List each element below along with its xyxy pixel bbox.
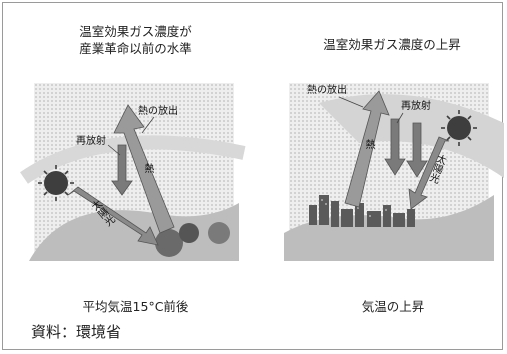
left-heat-arrow — [113, 104, 175, 234]
left-label-reradiation: 再放射 — [76, 136, 106, 147]
left-heading-line1: 温室効果ガス濃度が — [79, 24, 192, 39]
right-sun-rays — [441, 110, 477, 146]
left-diagram-panel: 熱の放出 再放射 熱 太陽光 — [20, 83, 246, 261]
figure-frame: 温室効果ガス濃度が 産業革命以前の水準 温室効果ガス濃度の上昇 — [2, 2, 504, 350]
left-label-heat-release: 熱の放出 — [138, 106, 178, 117]
right-reradiation-arrow-1 — [384, 118, 406, 176]
right-diagram-panel: 熱の放出 再放射 熱 太陽光 — [284, 83, 504, 261]
right-heading: 温室効果ガス濃度の上昇 — [287, 36, 497, 53]
right-caption: 気温の上昇 — [361, 299, 425, 314]
right-sunlight-arrow — [408, 136, 450, 210]
left-atmosphere-band — [20, 135, 246, 184]
left-reradiation-arrow — [111, 144, 133, 196]
right-label-reradiation: 再放射 — [401, 101, 431, 112]
left-sun-rays — [38, 165, 74, 201]
right-reradiation-arrow-2 — [406, 122, 428, 178]
right-city-windows — [321, 199, 387, 217]
left-diagram-art — [20, 104, 246, 261]
right-label-heat: 熱 — [363, 139, 374, 149]
right-label-heat-release: 熱の放出 — [307, 85, 347, 96]
right-city-buildings — [309, 195, 415, 227]
left-leader-reradiation — [107, 144, 121, 156]
right-atmosphere-band — [319, 94, 504, 178]
left-rock-3 — [208, 222, 230, 244]
right-leader-heat-release — [338, 96, 364, 108]
left-earth-surface — [29, 203, 239, 261]
left-sun-icon — [44, 171, 68, 195]
left-rock-2 — [179, 223, 199, 243]
right-diagram-art — [284, 90, 504, 261]
left-rock-1 — [155, 229, 183, 257]
right-earth-surface — [284, 195, 494, 261]
left-heading: 温室効果ガス濃度が 産業革命以前の水準 — [33, 23, 238, 57]
source-note: 資料：環境省 — [31, 323, 122, 341]
right-leader-reradiation — [396, 112, 404, 124]
left-caption: 平均気温15°C前後 — [82, 299, 189, 314]
left-sunlight-arrow — [67, 186, 159, 246]
right-heading-line: 温室効果ガス濃度の上昇 — [323, 37, 461, 52]
right-heat-arrow — [344, 90, 390, 208]
right-sun-icon — [447, 116, 471, 140]
left-heading-line2: 産業革命以前の水準 — [79, 41, 192, 56]
left-leader-heat-release — [141, 116, 155, 134]
left-label-heat: 熱 — [142, 163, 153, 173]
